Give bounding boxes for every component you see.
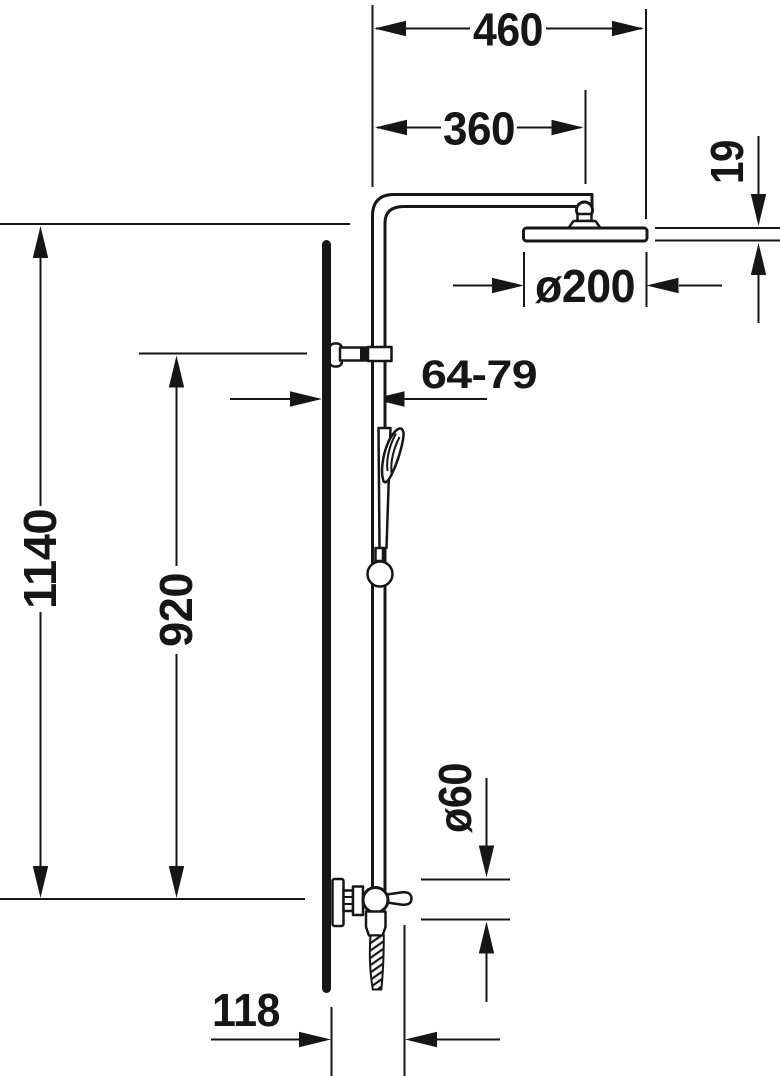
dim-label-overall-height: 1140 [14,509,66,609]
slider-knob [366,560,394,588]
arrowhead-down [32,866,49,898]
bracket-clamp [366,345,393,363]
arrowhead-up [32,226,49,258]
dimension-overall-height: 1140 [0,223,350,900]
arrowhead-left [646,277,679,294]
mixer-valve [331,877,413,991]
arrowhead-down [750,194,767,226]
hose-connector [364,910,387,937]
dimension-knob-diameter: ø60 [421,763,510,1002]
dimension-head-diameter: ø200 [453,252,722,312]
arrowhead-down [168,866,185,898]
arrowhead-left [372,391,405,407]
spray-face-line [386,433,397,472]
dim-label-head-thickness: 19 [701,140,753,184]
valve-knob [361,886,390,914]
arrowhead-right [612,20,644,37]
dimension-bar-height: 920 [139,352,307,898]
valve-wall-flange [331,877,345,928]
dimension-wall-clearance: 64-79 [230,353,538,407]
arrowhead-left [375,119,407,136]
overhead-shower [522,200,649,243]
arrowhead-up [478,921,495,954]
dimension-head-thickness: 19 [655,136,780,323]
dim-label-overall-width: 460 [473,4,543,56]
arrowhead-left [405,1031,437,1048]
arrowhead-right [492,277,524,294]
arrowhead-up [168,355,185,388]
hand-shower [366,426,405,588]
shower-hose [368,934,385,991]
dim-label-wall-clearance: 64-79 [421,353,537,397]
shower-head-disc [522,226,649,243]
shower-fixture [322,193,649,993]
dimension-arm-reach: 360 [375,90,587,184]
holder-stub [374,546,385,563]
valve-lever [385,891,413,906]
valve-step [342,889,355,913]
dimension-overall-width: 460 [371,4,647,219]
dim-label-knob-diameter: ø60 [429,763,481,833]
arrowhead-down [478,845,495,878]
dim-label-bar-height: 920 [150,573,202,647]
dim-label-head-diameter: ø200 [535,260,635,312]
dim-label-valve-projection: 118 [212,984,280,1036]
valve-ridges [343,896,353,905]
bracket-screw [360,346,369,362]
valve-nut [351,885,365,917]
arrowhead-right [299,1031,331,1048]
arrowhead-left [374,20,406,37]
spray-face-line [390,436,401,474]
arrowhead-up [750,243,767,275]
arrowhead-right [290,391,322,407]
dimension-valve-projection: 118 [211,925,500,1076]
arrowhead-right [551,119,584,136]
dim-label-arm-reach: 360 [443,103,515,155]
